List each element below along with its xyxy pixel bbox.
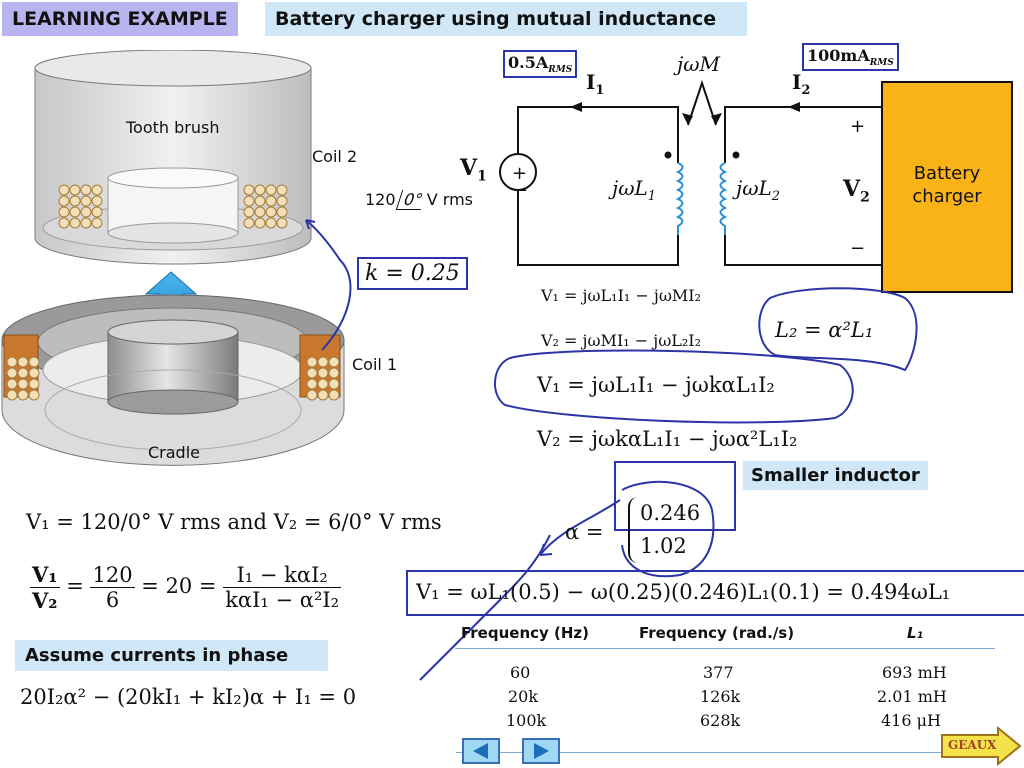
header-frequency-rads: Frequency (rad./s) [639, 624, 795, 642]
v2-plus: + [850, 116, 866, 137]
v1-label: V1 [460, 155, 487, 185]
alpha-value-2: 1.02 [640, 534, 687, 558]
triangle-right-icon [534, 743, 549, 759]
cell-rads: 377 [703, 663, 734, 682]
coupling-coefficient-box: k = 0.25 [357, 257, 468, 290]
inductive-charger-illustration [1, 50, 352, 466]
quadratic-equation: 20I₂α² − (20kI₁ + kI₂)α + I₁ = 0 [20, 685, 357, 709]
cradle-label: Cradle [148, 443, 200, 462]
equation-v1-mutual: V₁ = jωL₁I₁ − jωMI₂ [541, 286, 702, 305]
v2-label: V2 [843, 176, 870, 206]
alpha-label: α = [565, 520, 604, 544]
equation-v1-coupled: V₁ = jωL₁I₁ − jωkαL₁I₂ [537, 373, 775, 397]
voltage-statement: V₁ = 120/0° V rms and V₂ = 6/0° V rms [26, 510, 442, 534]
circuit-diagram [499, 79, 1013, 293]
arrow-right-icon [941, 726, 1022, 766]
cell-l1: 2.01 mH [877, 687, 947, 706]
i2-value-box: 100mARMS [802, 43, 899, 72]
l1-label: jωL1 [612, 176, 657, 204]
coil1-label: Coil 1 [352, 355, 398, 374]
alpha-solutions: 0.246 1.02 [628, 497, 700, 563]
inductance-table: Frequency (Hz) Frequency (rad./s) L₁ 60 … [455, 622, 995, 735]
table-row: 20k 126k 2.01 mH [455, 687, 995, 711]
v1-result-box: V₁ = ωL₁(0.5) − ω(0.25)(0.246)L₁(0.1) = … [406, 570, 1024, 616]
triangle-left-icon [473, 743, 488, 759]
table-header: Frequency (Hz) Frequency (rad./s) L₁ [455, 622, 995, 649]
cell-hz: 60 [510, 663, 531, 682]
cell-hz: 20k [508, 687, 539, 706]
table-row: 100k 628k 416 μH [455, 711, 995, 735]
previous-slide-button[interactable] [462, 738, 500, 764]
cell-rads: 126k [700, 687, 741, 706]
cell-rads: 628k [700, 711, 741, 730]
l2-label: jωL2 [736, 176, 781, 204]
table-row: 60 377 693 mH [455, 663, 995, 687]
equation-v2-mutual: V₂ = jωMI₁ − jωL₂I₂ [541, 331, 702, 350]
cell-hz: 100k [506, 711, 547, 730]
cell-l1: 693 mH [882, 663, 947, 682]
equation-v2-coupled: V₂ = jωkαL₁I₁ − jωα²L₁I₂ [537, 427, 798, 451]
source-plus: + [512, 163, 528, 184]
alpha-value-1: 0.246 [640, 501, 701, 525]
equation-l2: L₂ = α²L₁ [775, 318, 874, 342]
alpha-highlight-box [614, 461, 736, 531]
i1-value-box: 0.5ARMS [503, 50, 578, 79]
coil2-label: Coil 2 [312, 147, 358, 166]
footer-rule [456, 752, 996, 753]
header-frequency-hz: Frequency (Hz) [461, 624, 590, 642]
i2-label: I2 [792, 70, 811, 98]
v2-minus: − [850, 238, 866, 259]
cell-l1: 416 μH [881, 711, 941, 730]
next-slide-button[interactable] [522, 738, 560, 764]
i1-label: I1 [586, 70, 605, 98]
slide-title: LEARNING EXAMPLE [2, 2, 238, 36]
smaller-inductor-callout: Smaller inductor [743, 461, 928, 490]
toothbrush-label: Tooth brush [126, 118, 220, 137]
assume-phase-callout: Assume currents in phase [15, 640, 328, 671]
geaux-button[interactable]: GEAUX [940, 726, 1022, 766]
mutual-inductance-label: jωM [677, 52, 720, 76]
slide-subtitle: Battery charger using mutual inductance [265, 2, 747, 36]
battery-charger-label: Battery charger [912, 163, 982, 207]
header-l1: L₁ [907, 624, 924, 642]
geaux-label: GEAUX [948, 738, 997, 752]
source-minus: − [513, 180, 529, 201]
